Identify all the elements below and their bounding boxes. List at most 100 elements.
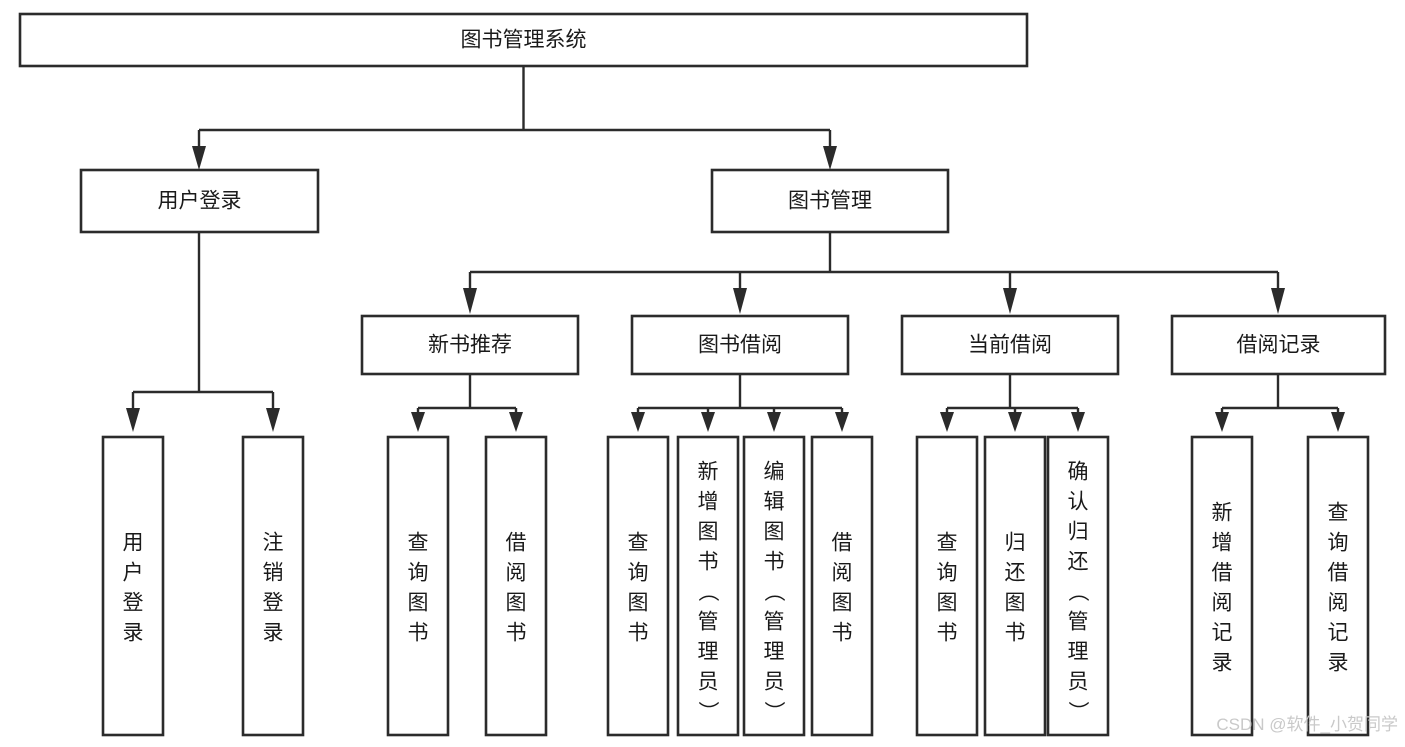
- leaf-user-login-box[interactable]: [101, 435, 165, 737]
- arrow-head-borrow-record: [1271, 288, 1285, 314]
- leaf-edit-book-admin-char: 理: [764, 640, 785, 663]
- node-current-borrow[interactable]: 当前借阅: [900, 314, 1120, 376]
- leaf-borrow-book-bor-char: 阅: [832, 561, 853, 584]
- leaf-add-borrow-record-char: 增: [1212, 531, 1233, 554]
- new-book-recommend-box[interactable]: [360, 314, 580, 376]
- leaf-query-book-cur-char: 图: [937, 591, 958, 614]
- leaf-confirm-return-char: （: [1066, 581, 1089, 602]
- leaf-query-book-cur-char: 书: [937, 621, 958, 644]
- leaf-confirm-return-char: ）: [1066, 701, 1089, 722]
- leaf-logout-char: 注: [263, 531, 284, 554]
- book-borrow-box[interactable]: [630, 314, 850, 376]
- leaf-add-book-admin-char: 新: [698, 460, 719, 483]
- leaf-borrow-book-bor-char: 借: [832, 531, 853, 554]
- leaf-edit-book-admin-char: 书: [764, 550, 785, 573]
- leaf-borrow-book-rec-char: 书: [506, 621, 527, 644]
- leaf-edit-book-admin-char: 图: [764, 520, 785, 543]
- node-new-book-recommend[interactable]: 新书推荐: [360, 314, 580, 376]
- leaf-user-login-char: 登: [123, 591, 144, 614]
- leaf-borrow-book-bor-box[interactable]: [810, 435, 874, 737]
- leaf-query-book-bor-box[interactable]: [606, 435, 670, 737]
- leaf-add-book-admin-char: 理: [698, 640, 719, 663]
- arrow-head-leaf-add-borrow-record: [1215, 412, 1229, 432]
- leaf-add-borrow-record-char: 借: [1212, 561, 1233, 584]
- leaf-edit-book-admin-char: 辑: [764, 490, 785, 513]
- leaf-borrow-book-bor-char: 图: [832, 591, 853, 614]
- node-leaf-user-login[interactable]: 用户登录: [101, 435, 165, 737]
- leaf-add-book-admin-char: 管: [698, 610, 719, 633]
- leaf-add-book-admin-box[interactable]: [676, 435, 740, 737]
- arrow-head-new-book-recommend: [463, 288, 477, 314]
- leaf-confirm-return-char: 归: [1068, 520, 1089, 543]
- arrow-head-leaf-query-book-cur: [940, 412, 954, 432]
- leaf-query-book-cur-char: 询: [937, 561, 958, 584]
- borrow-record-label: 借阅记录: [1237, 334, 1321, 357]
- leaf-node-layer: 用户登录注销登录查询图书借阅图书查询图书新增图书（管理员）编辑图书（管理员）借阅…: [101, 435, 1370, 737]
- leaf-edit-book-admin-char: （: [762, 581, 785, 602]
- leaf-query-book-cur-char: 查: [937, 531, 958, 554]
- leaf-add-borrow-record-box[interactable]: [1190, 435, 1254, 737]
- current-borrow-box[interactable]: [900, 314, 1120, 376]
- leaf-return-book-char: 还: [1005, 561, 1026, 584]
- root-label: 图书管理系统: [461, 29, 587, 52]
- leaf-query-book-rec-box[interactable]: [386, 435, 450, 737]
- leaf-borrow-book-rec-char: 图: [506, 591, 527, 614]
- arrow-head-leaf-logout: [266, 408, 280, 432]
- leaf-add-book-admin-char: （: [696, 581, 719, 602]
- borrow-record-box[interactable]: [1170, 314, 1387, 376]
- leaf-query-book-cur-box[interactable]: [915, 435, 979, 737]
- leaf-borrow-book-bor-char: 书: [832, 621, 853, 644]
- leaf-confirm-return-char: 认: [1068, 490, 1089, 513]
- arrow-head-book-borrow: [733, 288, 747, 314]
- leaf-confirm-return-char: 还: [1068, 550, 1089, 573]
- leaf-query-borrow-record-char: 询: [1328, 531, 1349, 554]
- leaf-edit-book-admin-box[interactable]: [742, 435, 806, 737]
- leaf-add-book-admin-char: 员: [698, 670, 719, 693]
- arrow-head-leaf-borrow-book-rec: [509, 412, 523, 432]
- user-login-box[interactable]: [79, 168, 320, 234]
- arrow-head-leaf-query-book-rec: [411, 412, 425, 432]
- leaf-add-book-admin-char: ）: [696, 701, 719, 722]
- leaf-confirm-return-char: 员: [1068, 670, 1089, 693]
- leaf-query-book-rec-char: 询: [408, 561, 429, 584]
- arrow-head-current-borrow: [1003, 288, 1017, 314]
- leaf-add-book-admin-char: 增: [698, 490, 719, 513]
- node-user-login[interactable]: 用户登录: [79, 168, 320, 234]
- leaf-return-book-box[interactable]: [983, 435, 1047, 737]
- leaf-query-book-bor-char: 图: [628, 591, 649, 614]
- leaf-query-book-bor-char: 查: [628, 531, 649, 554]
- leaf-confirm-return-box[interactable]: [1046, 435, 1110, 737]
- leaf-logout-box[interactable]: [241, 435, 305, 737]
- leaf-borrow-book-rec-box[interactable]: [484, 435, 548, 737]
- leaf-query-borrow-record-box[interactable]: [1306, 435, 1370, 737]
- new-book-recommend-label: 新书推荐: [428, 334, 512, 357]
- book-manage-box[interactable]: [710, 168, 950, 234]
- leaf-edit-book-admin-char: ）: [762, 701, 785, 722]
- current-borrow-label: 当前借阅: [968, 334, 1052, 357]
- leaf-add-book-admin-char: 图: [698, 520, 719, 543]
- node-book-borrow[interactable]: 图书借阅: [630, 314, 850, 376]
- leaf-query-borrow-record-char: 录: [1328, 651, 1349, 674]
- leaf-user-login-char: 录: [123, 621, 144, 644]
- node-root-system[interactable]: 图书管理系统: [18, 12, 1029, 68]
- leaf-query-book-rec-char: 查: [408, 531, 429, 554]
- leaf-query-borrow-record-char: 阅: [1328, 591, 1349, 614]
- root-box[interactable]: [18, 12, 1029, 68]
- leaf-confirm-return-char: 管: [1068, 610, 1089, 633]
- node-borrow-record[interactable]: 借阅记录: [1170, 314, 1387, 376]
- node-book-manage[interactable]: 图书管理: [710, 168, 950, 234]
- leaf-query-borrow-record-char: 借: [1328, 561, 1349, 584]
